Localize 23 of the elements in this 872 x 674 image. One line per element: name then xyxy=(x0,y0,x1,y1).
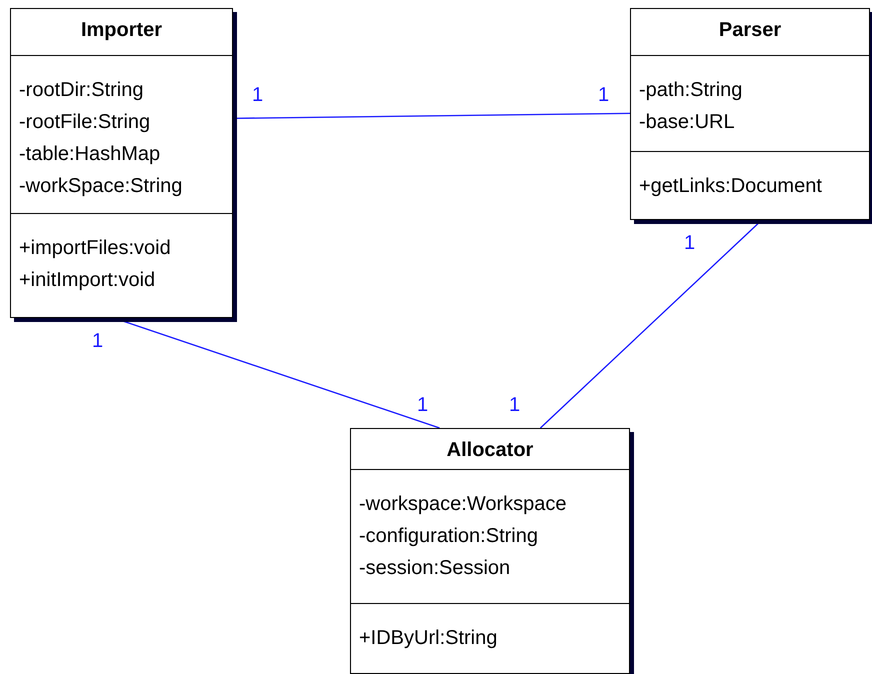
multiplicity-label: 1 xyxy=(417,394,428,416)
class-name: Parser xyxy=(718,18,782,43)
attribute: -session:Session xyxy=(359,556,510,581)
attribute: -workSpace:String xyxy=(19,174,182,199)
method: +importFiles:void xyxy=(19,236,171,261)
attribute: -table:HashMap xyxy=(19,142,160,167)
attribute: -base:URL xyxy=(639,110,735,135)
multiplicity-label: 1 xyxy=(252,84,264,106)
association-line xyxy=(540,222,760,428)
class-name: Importer xyxy=(80,18,162,43)
attribute: -workspace:Workspace xyxy=(359,492,566,517)
multiplicity-label: 1 xyxy=(92,330,104,352)
multiplicity-label: 1 xyxy=(598,84,610,106)
attribute: -rootFile:String xyxy=(19,110,150,135)
multiplicity-label: 1 xyxy=(509,394,520,416)
method: +IDByUrl:String xyxy=(359,626,498,651)
attribute: -configuration:String xyxy=(359,524,538,549)
method: +getLinks:Document xyxy=(639,174,822,199)
class-name: Allocator xyxy=(446,438,534,463)
multiplicity-label: 1 xyxy=(684,232,696,254)
attribute: -rootDir:String xyxy=(19,78,144,103)
attribute: -path:String xyxy=(639,78,742,103)
method: +initImport:void xyxy=(19,268,156,293)
